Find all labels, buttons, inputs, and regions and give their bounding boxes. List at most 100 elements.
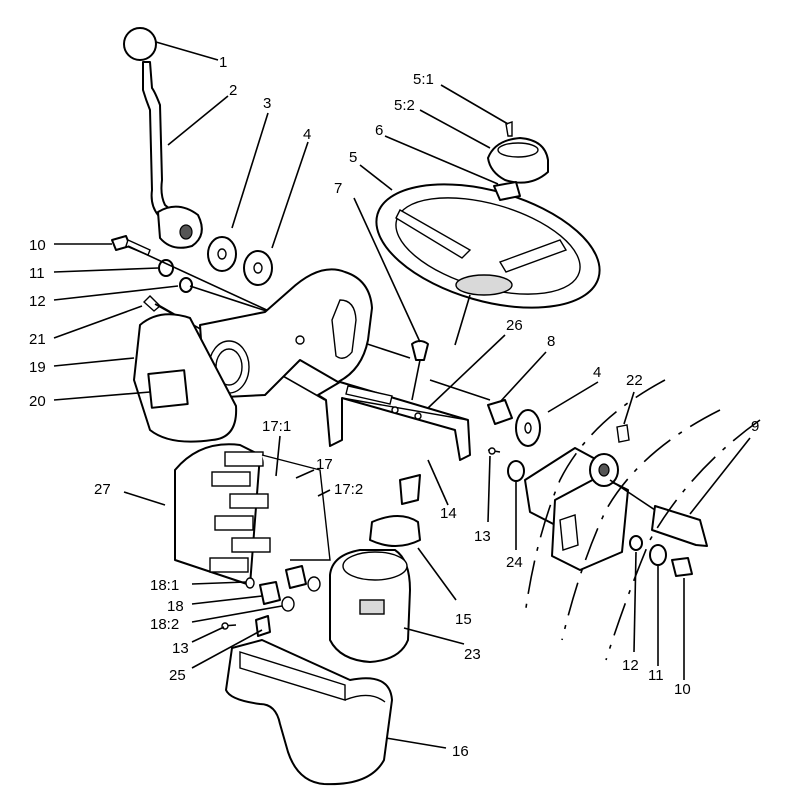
column-bracket-edge (341, 397, 469, 421)
fitting-3 (229, 493, 269, 509)
washer-11b (649, 544, 667, 566)
fitting-2 (211, 471, 251, 487)
wheel-spoke-right (498, 239, 568, 273)
bracket-hole-1 (391, 406, 399, 414)
callout-4b: 4 (593, 364, 601, 381)
wheel-spoke-left (395, 209, 472, 259)
steering-valve-port (359, 599, 385, 615)
callout-7: 7 (334, 180, 342, 197)
fitting-extra (285, 565, 307, 589)
callout-17-2: 17:2 (334, 481, 363, 498)
bolt-21-head (142, 295, 162, 312)
callout-6: 6 (375, 122, 383, 139)
callout-10b: 10 (674, 681, 691, 698)
pivot-bore (179, 224, 193, 240)
callout-5-2: 5:2 (394, 97, 415, 114)
callout-20: 20 (29, 393, 46, 410)
bolt-9-axis (609, 479, 656, 511)
callout-17-1: 17:1 (262, 418, 291, 435)
o-ring-extra (307, 576, 321, 592)
manifold-fittings (209, 451, 271, 573)
bolt-10b (671, 557, 693, 577)
lever-pivot-boss (157, 205, 203, 249)
hub-cap-screw (505, 121, 513, 137)
nut-6 (493, 181, 521, 201)
callout-5-1: 5:1 (413, 71, 434, 88)
plate-hole (295, 335, 305, 345)
washer-11a (158, 259, 174, 277)
callout-labels: 1 2 3 4 5:1 5:2 6 5 7 10 11 12 21 19 20 … (29, 54, 759, 760)
callout-15: 15 (455, 611, 472, 628)
fitting-18 (259, 581, 281, 605)
callout-4a: 4 (303, 126, 311, 143)
callout-18: 18 (167, 598, 184, 615)
callout-16: 16 (452, 743, 469, 760)
washer-4-hole (253, 262, 263, 274)
bolt-9 (651, 505, 708, 547)
shift-plate-slot (331, 299, 357, 359)
callout-18-2: 18:2 (150, 616, 179, 633)
callout-9: 9 (751, 418, 759, 435)
wheel-shaft-line (454, 294, 471, 346)
steering-valve-top (342, 551, 408, 581)
callout-12b: 12 (622, 657, 639, 674)
manifold-connector-lines (261, 454, 331, 561)
o-ring-18-2 (281, 596, 295, 612)
callout-19: 19 (29, 359, 46, 376)
callout-3: 3 (263, 95, 271, 112)
callout-26: 26 (506, 317, 523, 334)
spacer-8 (487, 399, 513, 425)
column-axis-line (429, 379, 491, 401)
callout-12a: 12 (29, 293, 46, 310)
washer-24 (507, 460, 525, 482)
bushing-12a (179, 277, 193, 293)
fender-outline-1 (524, 379, 666, 616)
bushing-12b (629, 535, 643, 551)
callout-11b: 11 (648, 667, 664, 684)
callout-21: 21 (29, 331, 46, 348)
leader-lines (53, 41, 751, 749)
bracket-slot-1 (345, 385, 393, 405)
valve-collar-15 (369, 515, 421, 547)
fender-outline-3 (605, 419, 761, 661)
callout-27: 27 (94, 481, 111, 498)
pin-7 (411, 340, 429, 361)
callout-24: 24 (506, 554, 523, 571)
callout-18-1: 18:1 (150, 577, 179, 594)
o-ring-18-1 (245, 577, 255, 589)
column-bracket (317, 381, 471, 461)
fitting-5 (231, 537, 271, 553)
fitting-4 (214, 515, 254, 531)
pivot-boss-bore (598, 463, 610, 477)
washer-4b-hole (524, 422, 532, 434)
callout-25: 25 (169, 667, 186, 684)
lower-cover-edge (344, 694, 386, 703)
wheel-hub (455, 274, 513, 296)
valve-spline-shaft (399, 474, 421, 505)
callout-13b: 13 (172, 640, 189, 657)
shift-lever (142, 61, 177, 221)
callout-2: 2 (229, 82, 237, 99)
pivot-slot (559, 514, 579, 551)
hub-cap-top (497, 142, 539, 158)
shift-knob (123, 27, 157, 61)
callout-23: 23 (464, 646, 481, 663)
callout-10a: 10 (29, 237, 46, 254)
bracket-hole-2 (414, 412, 422, 420)
pin-7-shank (411, 359, 421, 401)
callout-13a: 13 (474, 528, 491, 545)
callout-14: 14 (440, 505, 457, 522)
fitting-6 (209, 557, 249, 573)
decal-20 (147, 369, 189, 409)
callout-11a: 11 (29, 265, 45, 282)
callout-22: 22 (626, 372, 643, 389)
callout-8: 8 (547, 333, 555, 350)
callout-1: 1 (219, 54, 227, 71)
washer-3-hole (217, 248, 227, 260)
screw-13a-head (488, 447, 496, 455)
fender-outline-2 (561, 409, 721, 641)
fitting-1 (224, 451, 264, 467)
setscrew-22 (616, 424, 630, 443)
